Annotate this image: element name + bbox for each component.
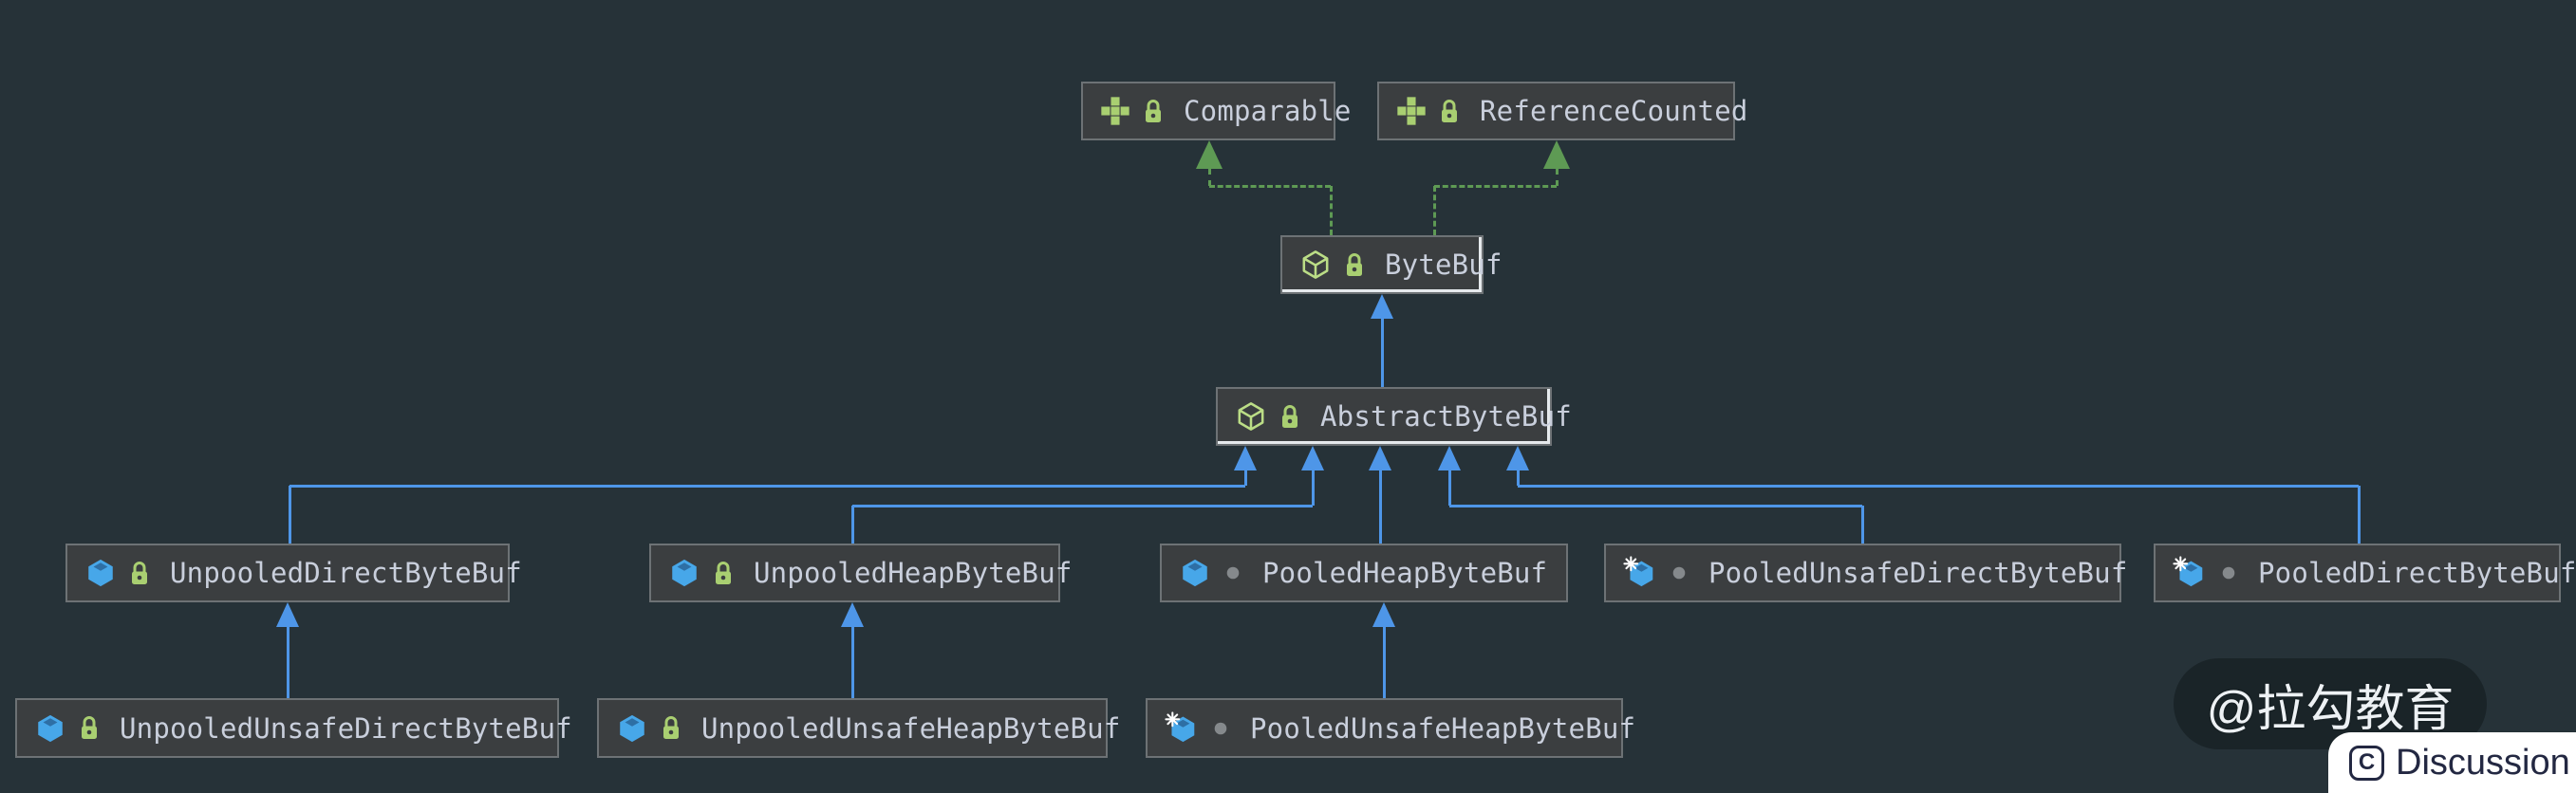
node-label: UnpooledUnsafeHeapByteBuf bbox=[701, 711, 1121, 745]
node-pooled-unsafe-heap[interactable]: PooledUnsafeHeapByteBuf bbox=[1146, 698, 1635, 758]
inheritance-arrowhead bbox=[1506, 446, 1529, 470]
node-unpooled-unsafe-direct[interactable]: UnpooledUnsafeDirectByteBuf bbox=[15, 698, 572, 758]
edge-segment-extends bbox=[1518, 484, 2359, 488]
node-label: ReferenceCounted bbox=[1480, 95, 1748, 127]
node-bytebuf[interactable]: ByteBuf bbox=[1280, 235, 1502, 294]
abstract-class-icon bbox=[1235, 400, 1267, 433]
discussion-badge[interactable]: C Discussion bbox=[2328, 732, 2576, 793]
node-label: PooledHeapByteBuf bbox=[1262, 557, 1548, 589]
final-class-icon bbox=[1165, 710, 1199, 746]
node-label: AbstractByteBuf bbox=[1320, 400, 1572, 433]
final-class-icon bbox=[1623, 556, 1657, 590]
node-reference-counted[interactable]: ReferenceCounted bbox=[1377, 82, 1747, 140]
public-lock-icon bbox=[1279, 403, 1301, 431]
package-private-icon bbox=[1669, 562, 1689, 583]
edge-segment-extends bbox=[850, 627, 854, 698]
package-private-icon bbox=[1223, 562, 1243, 583]
class-icon bbox=[668, 557, 700, 589]
edge-segment-extends bbox=[1516, 470, 1520, 486]
interface-icon bbox=[1100, 96, 1130, 126]
node-unpooled-unsafe-heap[interactable]: UnpooledUnsafeHeapByteBuf bbox=[597, 698, 1120, 758]
class-icon bbox=[34, 712, 66, 745]
node-label: PooledUnsafeDirectByteBuf bbox=[1708, 557, 2128, 589]
copyright-icon: C bbox=[2349, 745, 2384, 781]
node-abstract-bytebuf[interactable]: AbstractByteBuf bbox=[1216, 387, 1572, 446]
edge-segment-implements bbox=[1434, 184, 1557, 188]
edge-segment-extends bbox=[288, 486, 291, 544]
node-label: Comparable bbox=[1184, 95, 1352, 127]
discussion-label: Discussion bbox=[2396, 742, 2570, 783]
edge-segment-extends bbox=[1243, 470, 1247, 486]
node-label: PooledUnsafeHeapByteBuf bbox=[1250, 711, 1636, 745]
inheritance-arrowhead bbox=[1372, 602, 1395, 627]
edge-segment-implements bbox=[1555, 169, 1559, 186]
node-comparable[interactable]: Comparable bbox=[1081, 82, 1351, 140]
watermark-text: @拉勾教育 bbox=[2206, 681, 2455, 737]
public-lock-icon bbox=[128, 560, 151, 587]
node-label: PooledDirectByteBuf bbox=[2258, 557, 2576, 589]
inheritance-arrowhead bbox=[1301, 446, 1324, 470]
edge-segment-extends bbox=[850, 506, 854, 544]
public-lock-icon bbox=[1343, 251, 1366, 279]
public-lock-icon bbox=[712, 560, 735, 587]
node-label: UnpooledDirectByteBuf bbox=[170, 557, 522, 589]
inheritance-arrowhead bbox=[1438, 446, 1461, 470]
inheritance-arrowhead bbox=[1234, 446, 1257, 470]
package-private-icon bbox=[2218, 562, 2239, 583]
edge-segment-extends bbox=[1380, 319, 1384, 387]
node-label: UnpooledUnsafeDirectByteBuf bbox=[120, 711, 572, 745]
class-icon bbox=[1179, 557, 1211, 589]
interface-icon bbox=[1396, 96, 1427, 126]
public-lock-icon bbox=[660, 714, 682, 742]
abstract-class-icon bbox=[1299, 249, 1332, 281]
edge-segment-extends bbox=[1449, 504, 1862, 507]
class-icon bbox=[84, 557, 117, 589]
node-label: ByteBuf bbox=[1385, 249, 1503, 281]
edge-segment-extends bbox=[286, 627, 289, 698]
public-lock-icon bbox=[1438, 98, 1461, 125]
edge-segment-extends bbox=[1378, 470, 1382, 544]
edge-segment-extends bbox=[1860, 506, 1864, 544]
node-unpooled-direct[interactable]: UnpooledDirectByteBuf bbox=[65, 544, 522, 602]
edge-segment-implements bbox=[1209, 184, 1331, 188]
edge-segment-implements bbox=[1329, 186, 1333, 235]
node-pooled-unsafe-direct[interactable]: PooledUnsafeDirectByteBuf bbox=[1604, 544, 2127, 602]
realization-arrowhead bbox=[1543, 140, 1570, 169]
edge-segment-extends bbox=[1311, 470, 1315, 506]
class-icon bbox=[616, 712, 648, 745]
edge-segment-extends bbox=[1382, 627, 1386, 698]
public-lock-icon bbox=[78, 714, 101, 742]
edge-segment-implements bbox=[1432, 186, 1436, 235]
inheritance-arrowhead bbox=[1369, 446, 1391, 470]
edge-segment-extends bbox=[2357, 486, 2361, 544]
final-class-icon bbox=[2173, 556, 2207, 590]
node-pooled-heap[interactable]: PooledHeapByteBuf bbox=[1160, 544, 1568, 602]
package-private-icon bbox=[1210, 718, 1231, 739]
inheritance-arrowhead bbox=[276, 602, 299, 627]
realization-arrowhead bbox=[1196, 140, 1223, 169]
edge-segment-extends bbox=[1447, 470, 1451, 506]
edge-segment-extends bbox=[852, 504, 1313, 507]
edge-segment-extends bbox=[289, 484, 1245, 488]
inheritance-arrowhead bbox=[841, 602, 864, 627]
node-pooled-direct[interactable]: PooledDirectByteBuf bbox=[2154, 544, 2576, 602]
edge-segment-implements bbox=[1207, 169, 1211, 186]
inheritance-arrowhead bbox=[1371, 294, 1393, 319]
node-unpooled-heap[interactable]: UnpooledHeapByteBuf bbox=[649, 544, 1072, 602]
node-label: UnpooledHeapByteBuf bbox=[754, 557, 1073, 589]
public-lock-icon bbox=[1142, 98, 1165, 125]
